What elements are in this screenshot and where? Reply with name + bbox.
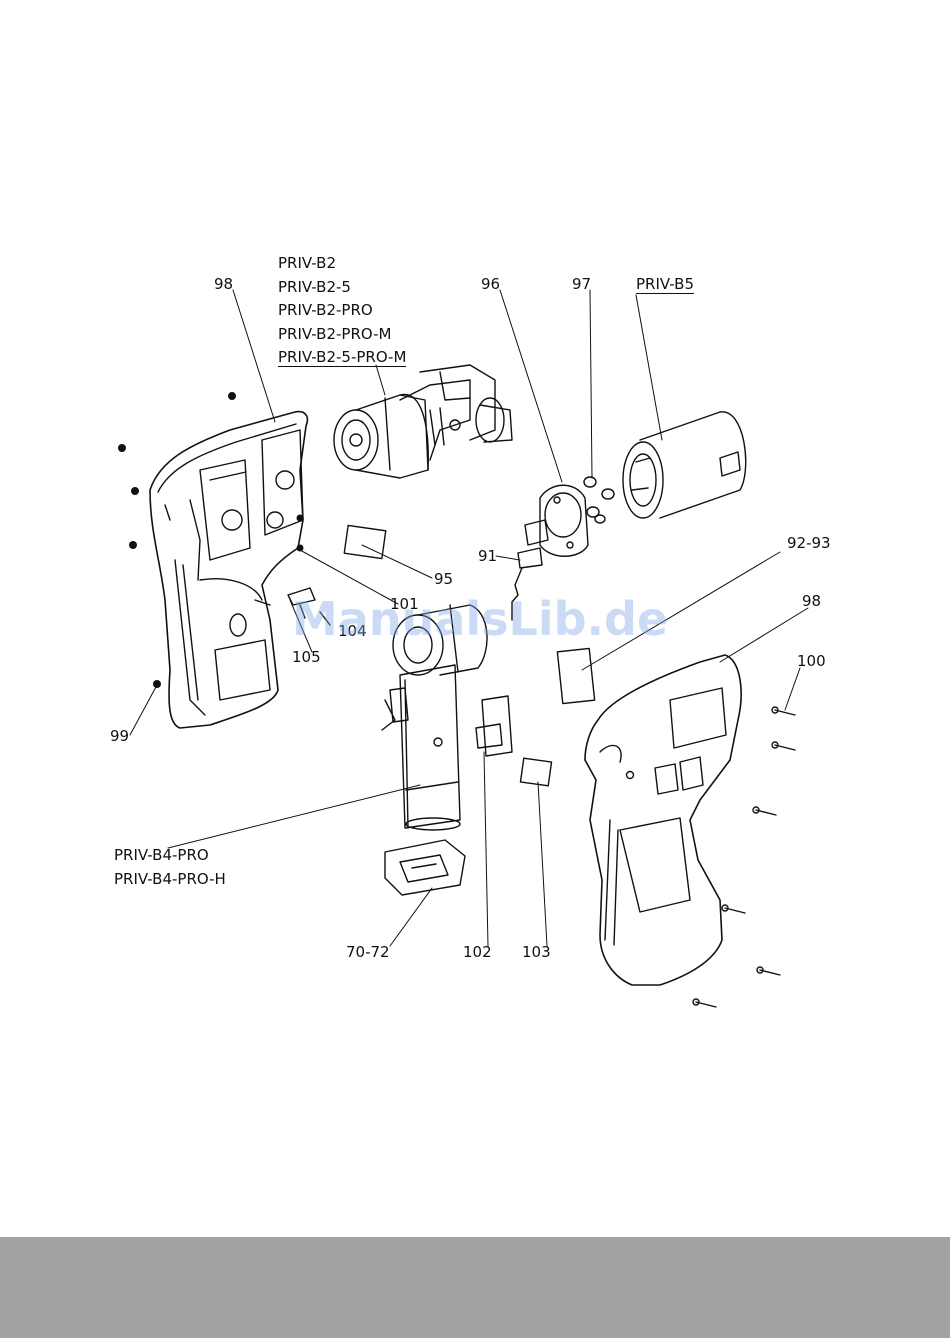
part-number-91: 91 xyxy=(478,549,497,564)
motor-gearbox-assembly xyxy=(334,365,512,478)
bushings xyxy=(584,477,614,523)
part-number-99: 99 xyxy=(110,729,129,744)
part-number-97: 97 xyxy=(572,277,591,292)
pcb-92-93 xyxy=(557,648,594,703)
footer-bar xyxy=(0,1237,950,1338)
model-item: PRIV-B4-PRO xyxy=(114,846,226,870)
right-housing-half xyxy=(585,655,741,985)
part-number-105: 105 xyxy=(292,650,321,665)
motor-end-cover xyxy=(525,485,588,556)
part-number-98-left: 98 xyxy=(214,277,233,292)
model-item: PRIV-B2 xyxy=(278,254,406,278)
part-number-95: 95 xyxy=(434,572,453,587)
model-list-b4: PRIV-B4-PRO PRIV-B4-PRO-H xyxy=(114,846,226,894)
left-housing-half xyxy=(150,412,307,728)
model-list-b2: PRIV-B2 PRIV-B2-5 PRIV-B2-PRO PRIV-B2-PR… xyxy=(278,254,406,372)
label-priv-b5: PRIV-B5 xyxy=(636,277,694,294)
part-number-70-72: 70-72 xyxy=(346,945,390,960)
part-number-102: 102 xyxy=(463,945,492,960)
part-102 xyxy=(476,696,512,756)
battery-pack-b5 xyxy=(623,412,746,518)
part-number-100: 100 xyxy=(797,654,826,669)
model-item: PRIV-B2-5 xyxy=(278,278,406,302)
part-number-92-93: 92-93 xyxy=(787,536,831,551)
label-plate-103 xyxy=(520,758,551,786)
model-item: PRIV-B2-PRO-M xyxy=(278,325,406,349)
model-item: PRIV-B2-5-PRO-M xyxy=(278,348,406,372)
model-item: PRIV-B2-PRO xyxy=(278,301,406,325)
screws-100 xyxy=(693,707,795,1007)
battery-latch-70-72 xyxy=(385,840,465,895)
part-number-103: 103 xyxy=(522,945,551,960)
part-number-98-right: 98 xyxy=(802,594,821,609)
part-number-96: 96 xyxy=(481,277,500,292)
watermark-text: ManualsLib.de xyxy=(292,592,668,646)
model-item: PRIV-B4-PRO-H xyxy=(114,870,226,894)
